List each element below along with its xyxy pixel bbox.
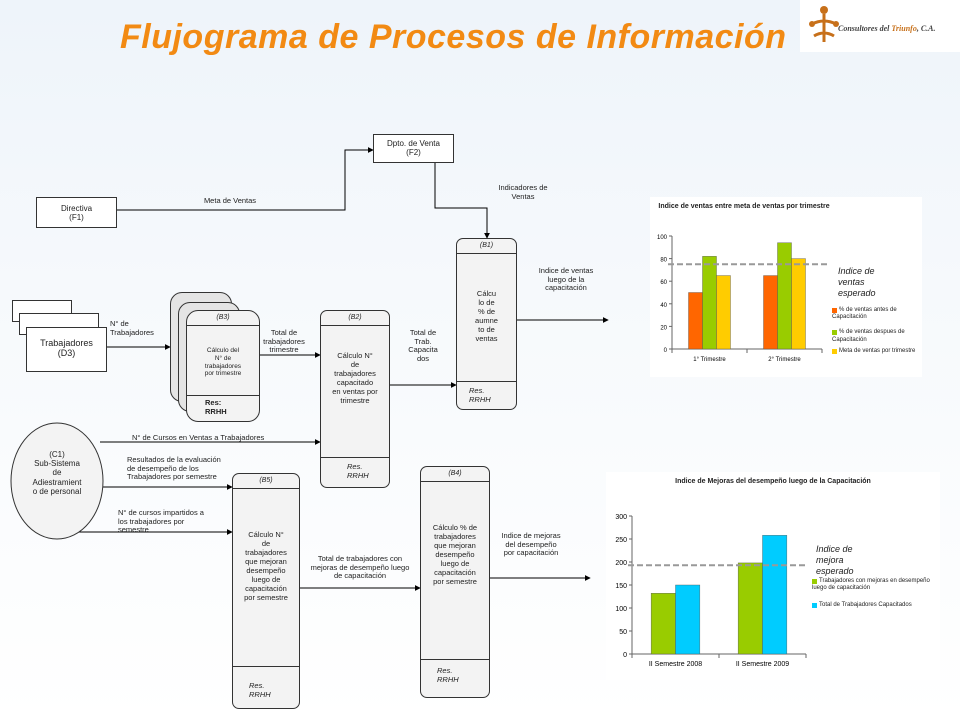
chart-mejoras-plot: 0 50 100 150 200 250 300 II Semestre 2008 II Sem…: [615, 514, 807, 668]
process-b2-res: Res. RRHH: [347, 462, 369, 480]
label-total-mejoras: Total de trabajadores con mejoras de des…: [310, 554, 410, 581]
label-resultados-eval: Resultados de la evaluación de desempeño…: [127, 455, 221, 482]
annotation-mejora-esperado: Indice de mejora esperado: [816, 544, 854, 576]
chart-mejoras-category-label-1: II Semestre 2009: [736, 661, 789, 668]
process-b3-code: (B3): [187, 311, 259, 326]
chart-mejoras-bar-1-0: [737, 562, 763, 655]
legend-swatch-4: [812, 579, 817, 584]
chart-ventas-ytick-label-5: 100: [657, 235, 668, 241]
flow-meta-ventas: [117, 147, 374, 211]
chart-ventas-ytick-label-3: 60: [660, 280, 667, 286]
chart-ventas-plot: 0 20 40 60 80 100 1° Trimestre 2° Trimestre: [657, 235, 830, 363]
logo-emblem-icon: [809, 6, 839, 42]
process-b4-code: (B4): [421, 467, 489, 482]
process-b2-text: Cálculo N° de trabajadores capacitado en…: [332, 351, 378, 405]
chart-ventas-bar-0-0: [688, 292, 703, 350]
logo-text: Consultores del Triunfo, C.A.: [838, 24, 936, 33]
chart-ventas-bar-0-1: [702, 256, 717, 350]
process-b1-text: Cálcu lo de % de aumne to de ventas: [475, 289, 498, 343]
label-cursos-impartidos: N° de cursos impartidos a los trabajador…: [118, 508, 204, 535]
chart-mejoras-ytick-label-4: 200: [615, 560, 627, 567]
process-b3-text: Cálculo del N° de trabajadores por trime…: [204, 347, 242, 378]
chart-ventas-ytick-label-2: 40: [660, 303, 667, 309]
chart-mejoras-ytick-label-0: 0: [623, 652, 627, 659]
chart-mejoras-category-label-0: II Semestre 2008: [649, 661, 702, 668]
process-b4-res: Res. RRHH: [437, 666, 459, 684]
logo: [800, 0, 960, 52]
chart-mejoras-bar-1-1: [762, 535, 788, 655]
chart-ventas-bar-0-2: [716, 275, 731, 350]
label-indice-ventas: Indice de ventas luego de la capacitació…: [538, 266, 594, 293]
entity-dpto-venta[interactable]: Dpto. de Venta (F2): [373, 134, 454, 163]
process-b5-code: (B5): [233, 474, 299, 489]
entity-subsistema-label: (C1) Sub-Sistema de Adiestramient o de p…: [32, 450, 82, 496]
label-meta-ventas: Meta de Ventas: [203, 196, 257, 205]
label-indicadores-ventas: Indicadores de Ventas: [498, 183, 548, 201]
chart-mejoras-bar-0-0: [650, 593, 676, 655]
legend-item-3: Meta de ventas por trimestre: [832, 348, 922, 355]
label-n-cursos: N° de Cursos en Ventas a Trabajadores: [132, 433, 265, 442]
process-b5-text: Cálculo N° de trabajadores que mejoran d…: [244, 530, 288, 602]
process-b5-res: Res. RRHH: [249, 681, 271, 699]
entity-trabajadores[interactable]: Trabajadores (D3): [26, 327, 107, 372]
legend-swatch-5: [812, 603, 817, 609]
chart-ventas-ytick-label-1: 20: [660, 325, 667, 331]
process-b2[interactable]: (B2) Cálculo N° de trabajadores capacita…: [320, 310, 390, 488]
legend-swatch-2: [832, 330, 837, 336]
process-b2-code: (B2): [321, 311, 389, 326]
legend-item-4: Trabajadores con mejoras en desempeño lu…: [812, 578, 930, 592]
chart-mejoras-title: Indice de Mejoras del desempeño luego de…: [675, 478, 871, 485]
chart-ventas-legend: % de ventas antes de Capacitación % de v…: [832, 307, 922, 355]
chart-mejoras-ytick-label-3: 150: [615, 583, 627, 590]
chart-ventas-bar-1-0: [763, 275, 778, 350]
chart-mejoras-ytick-label-2: 100: [615, 606, 627, 613]
process-b1-res: Res. RRHH: [469, 386, 491, 404]
process-b4-text: Cálculo % de trabajadores que mejoran de…: [432, 523, 478, 586]
chart-ventas: Indice de ventas entre meta de ventas po…: [650, 197, 922, 377]
chart-mejoras-ytick-label-1: 50: [619, 629, 627, 636]
process-b3[interactable]: (B3) Cálculo del N° de trabajadores por …: [186, 310, 260, 422]
label-indice-mejoras: Indice de mejoras del desempeño por capa…: [501, 531, 561, 558]
chart-mejoras-ytick-label-5: 250: [615, 537, 627, 544]
legend-swatch-3: [832, 348, 837, 354]
chart-mejoras: Indice de Mejoras del desempeño luego de…: [606, 472, 940, 680]
chart-mejoras-ytick-label-6: 300: [615, 514, 627, 521]
chart-ventas-category-label-1: 2° Trimestre: [768, 357, 801, 363]
entity-directiva[interactable]: Directiva (F1): [36, 197, 117, 228]
process-b1-code: (B1): [457, 239, 516, 254]
entity-subsistema-circle[interactable]: [9, 420, 105, 542]
label-n-trabajadores: N° de Trabajadores: [110, 319, 154, 337]
chart-ventas-ytick-label-0: 0: [664, 348, 668, 354]
chart-ventas-category-label-0: 1° Trimestre: [693, 357, 726, 363]
chart-mejoras-legend: Trabajadores con mejoras en desempeño lu…: [812, 578, 936, 610]
chart-ventas-bar-1-1: [777, 242, 792, 350]
legend-item-5: Total de Trabajadores Capacitados: [812, 602, 936, 609]
label-total-capacitados: Total de Trab. Capacita dos: [408, 328, 438, 363]
flow-indicadores-ventas: [434, 163, 490, 239]
chart-ventas-title: Indice de ventas entre meta de ventas po…: [658, 203, 830, 210]
annotation-ventas-esperado: Indice de ventas esperado: [838, 266, 876, 298]
process-b4[interactable]: (B4) Cálculo % de trabajadores que mejor…: [420, 466, 490, 698]
process-b5[interactable]: (B5) Cálculo N° de trabajadores que mejo…: [232, 473, 300, 709]
chart-mejoras-bar-0-1: [675, 584, 701, 655]
legend-swatch-1: [832, 308, 837, 313]
chart-ventas-ytick-label-4: 80: [660, 258, 667, 264]
process-b1[interactable]: (B1) Cálcu lo de % de aumne to de ventas…: [456, 238, 517, 410]
page-title: Flujograma de Procesos de Información: [120, 18, 787, 56]
legend-item-2: % de ventas despues de Capacitación: [832, 329, 905, 343]
label-total-trimestre: Total de trabajadores trimestre: [263, 328, 305, 355]
legend-item-1: % de ventas antes de Capacitación: [832, 307, 897, 321]
chart-ventas-bar-1-2: [791, 258, 806, 350]
process-b3-res: Res: RRHH: [205, 398, 227, 416]
